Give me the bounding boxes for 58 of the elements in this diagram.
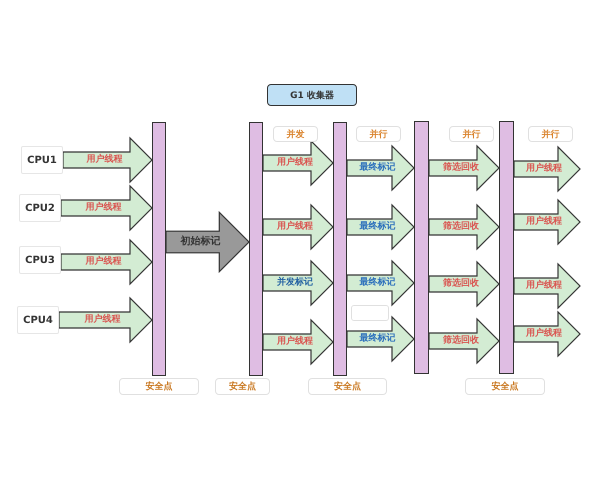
empty-box (351, 305, 389, 321)
edge-label: 筛选回收 (443, 164, 479, 172)
block-arrow (513, 146, 581, 192)
safepoint-label: 安全点 (119, 378, 199, 395)
edge-label: 筛选回收 (443, 336, 479, 346)
edge-label: 最终标记 (360, 222, 396, 232)
edge-label: 筛选回收 (443, 280, 479, 288)
block-arrow (60, 184, 153, 232)
safepoint-bar (152, 122, 166, 376)
block-arrow (513, 262, 581, 310)
edge-label: 用户线程 (277, 222, 313, 232)
cpu-label: CPU4 (17, 306, 59, 334)
edge-label: 并发标记 (277, 278, 313, 288)
edge-label: 用户线程 (526, 282, 562, 290)
safepoint-label: 安全点 (465, 378, 545, 395)
block-arrow (346, 204, 415, 250)
phase-tag: 并行 (449, 126, 494, 142)
block-arrow (262, 204, 334, 250)
phase-tag: 并行 (356, 126, 401, 142)
edge-label: 用户线程 (526, 164, 562, 174)
block-arrow (428, 318, 500, 364)
edge-label: 用户线程 (86, 204, 122, 212)
safepoint-bar (499, 121, 514, 374)
edge-label: 最终标记 (360, 164, 396, 172)
safepoint-bar (414, 121, 429, 374)
edge-label: 用户线程 (277, 338, 313, 346)
edge-label: 初始标记 (180, 237, 221, 247)
edge-label: 用户线程 (86, 156, 122, 164)
phase-tag: 并发 (273, 126, 318, 142)
edge-label: 用户线程 (526, 330, 562, 338)
cpu-label: CPU1 (21, 146, 63, 174)
edge-label: 最终标记 (360, 334, 396, 344)
safepoint-bar (249, 122, 263, 376)
edge-label: 用户线程 (526, 218, 562, 226)
edge-label: 用户线程 (84, 316, 120, 324)
block-arrow (262, 318, 334, 366)
safepoint-bar (333, 122, 347, 376)
edge-label: 最终标记 (360, 278, 396, 288)
block-arrow (58, 296, 153, 344)
block-arrow (262, 260, 334, 306)
block-arrow (165, 210, 250, 274)
block-arrow (428, 204, 500, 250)
block-arrow (346, 144, 415, 192)
edge-label: 用户线程 (277, 158, 313, 168)
title-box: G1 收集器 (267, 84, 357, 106)
edge-label: 筛选回收 (443, 222, 479, 232)
block-arrow (428, 260, 500, 308)
cpu-label: CPU2 (19, 194, 61, 222)
phase-tag: 并行 (528, 126, 573, 142)
block-arrow (513, 310, 581, 358)
safepoint-label: 安全点 (308, 378, 387, 395)
block-arrow (513, 198, 581, 246)
safepoint-label: 安全点 (215, 378, 270, 395)
block-arrow (62, 136, 153, 184)
block-arrow (428, 144, 500, 192)
edge-label: 用户线程 (86, 258, 122, 266)
cpu-label: CPU3 (19, 246, 61, 274)
block-arrow (60, 238, 153, 286)
